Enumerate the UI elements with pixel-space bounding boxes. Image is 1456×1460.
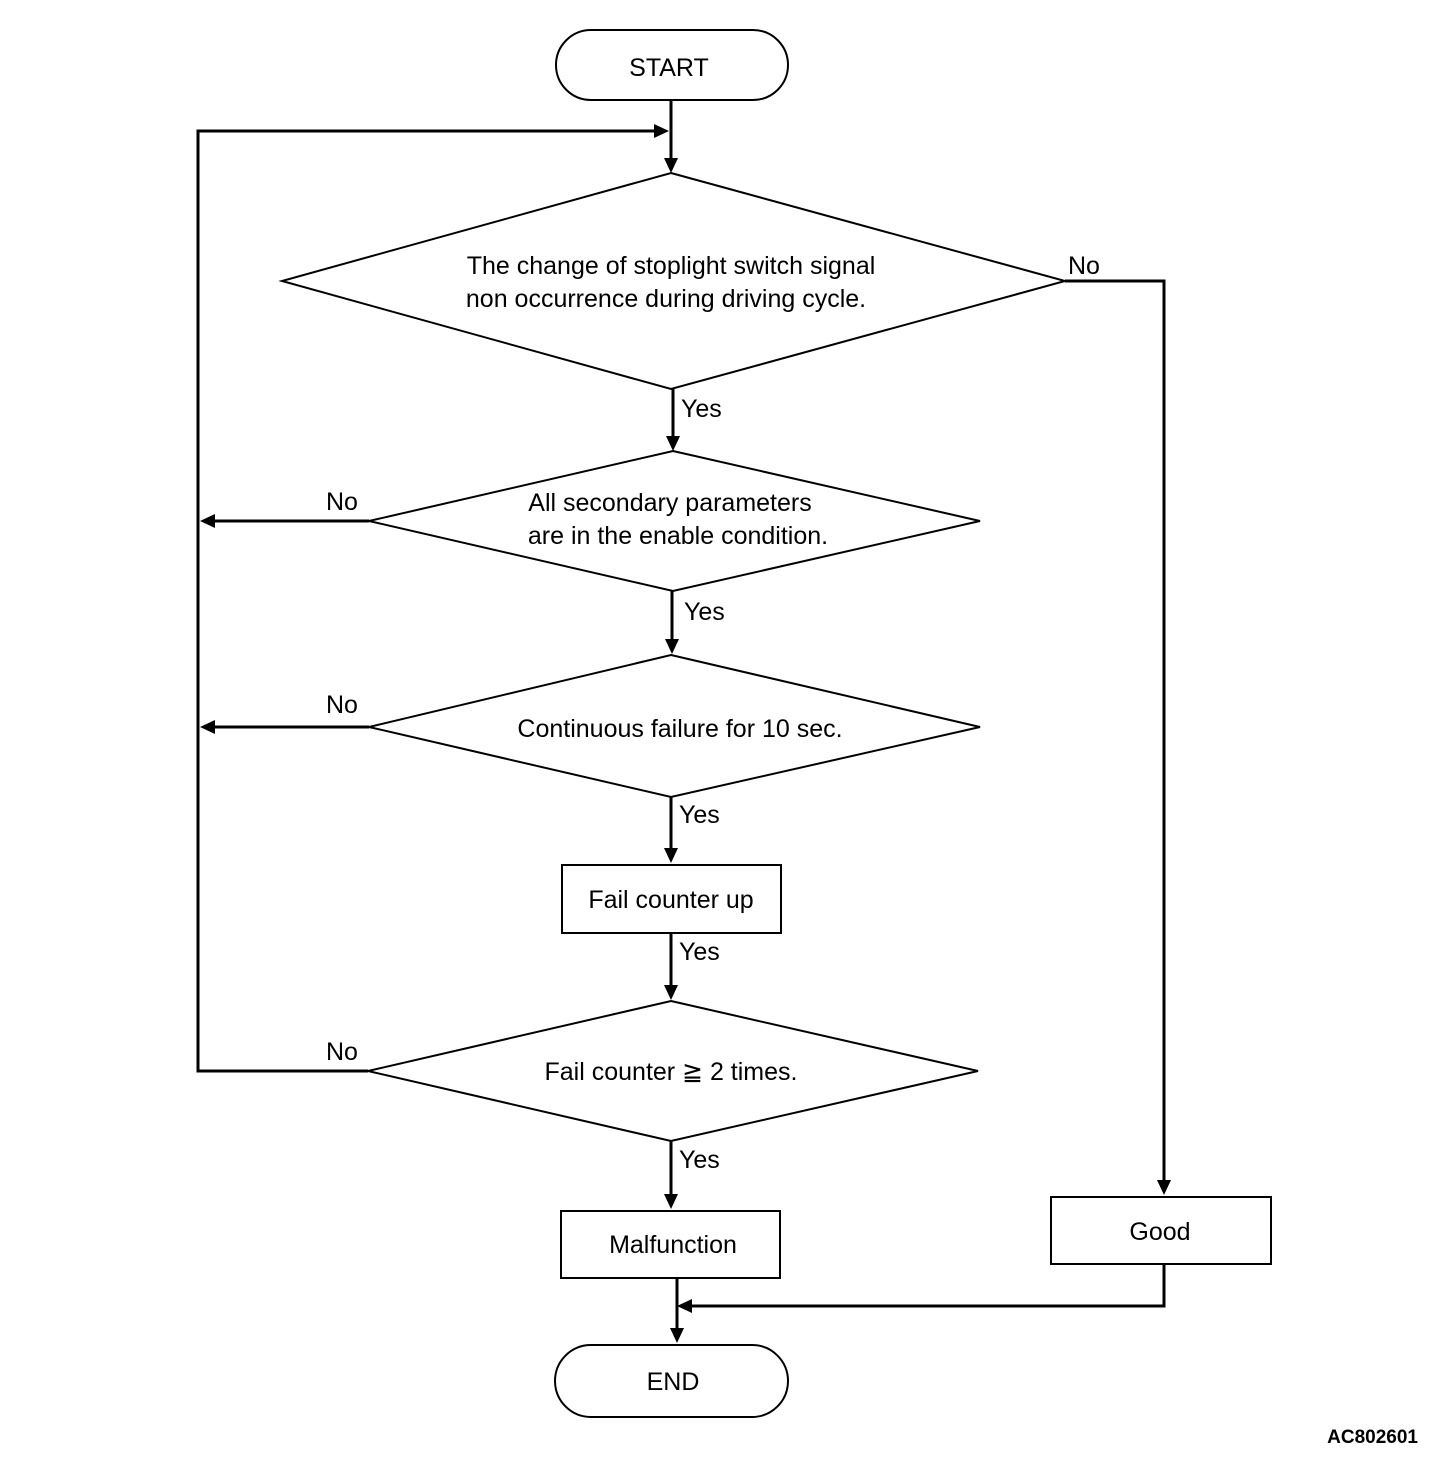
arrowhead-end-in xyxy=(670,1328,684,1343)
secondary-yes-label: Yes xyxy=(684,598,725,626)
stoplight-yes-label: Yes xyxy=(681,395,722,423)
good-label: Good xyxy=(1129,1218,1190,1246)
start-label: START xyxy=(629,54,709,82)
fail-counter-no-label: No xyxy=(326,1038,358,1066)
arrowhead-fail-counter-up-in xyxy=(664,848,678,863)
arrowhead-decision2-in xyxy=(666,436,680,451)
arrowhead-secondary-no xyxy=(200,514,215,528)
decision-stoplight: The change of stoplight switch signal no… xyxy=(278,171,1069,391)
malfunction-label: Malfunction xyxy=(609,1231,737,1259)
process-good: Good xyxy=(1050,1196,1272,1265)
process-fail-counter-up: Fail counter up xyxy=(561,864,782,934)
connector-good-to-end-merge xyxy=(691,1264,1166,1308)
continuous-yes-label: Yes xyxy=(679,801,720,829)
decision-continuous-failure: Continuous failure for 10 sec. xyxy=(368,653,981,799)
arrowhead-good-in xyxy=(1157,1180,1171,1195)
secondary-no-label: No xyxy=(326,488,358,516)
figure-code: AC802601 xyxy=(1327,1427,1418,1448)
arrowhead-decision4-in xyxy=(664,985,678,1000)
arrowhead-loop-back xyxy=(654,124,669,138)
connector-stoplight-no-to-good xyxy=(1065,279,1166,1181)
decision-secondary-line2: are in the enable condition. xyxy=(528,522,828,550)
stoplight-no-label: No xyxy=(1068,252,1100,280)
decision-fail-counter: Fail counter ≧ 2 times. xyxy=(367,999,979,1143)
decision-stoplight-line1: The change of stoplight switch signal xyxy=(467,252,876,280)
decision-stoplight-line2: non occurrence during driving cycle. xyxy=(466,285,866,313)
arrowhead-decision3-in xyxy=(665,639,679,654)
decision-secondary-line1: All secondary parameters xyxy=(528,489,811,517)
fail-counter-up-yes-label: Yes xyxy=(679,938,720,966)
decision-fail-counter-label: Fail counter ≧ 2 times. xyxy=(545,1058,798,1086)
fail-counter-yes-label: Yes xyxy=(679,1146,720,1174)
process-malfunction: Malfunction xyxy=(560,1210,781,1279)
decision-continuous-label: Continuous failure for 10 sec. xyxy=(517,715,842,743)
arrowhead-continuous-no xyxy=(200,720,215,734)
start-terminator: START xyxy=(555,29,789,101)
end-label: END xyxy=(647,1368,700,1396)
arrowhead-malfunction-in xyxy=(664,1194,678,1209)
arrowhead-merge xyxy=(677,1299,692,1313)
end-terminator: END xyxy=(554,1344,789,1418)
arrowhead-decision1-in xyxy=(664,158,678,173)
fail-counter-up-label: Fail counter up xyxy=(588,886,753,914)
decision-secondary-parameters: All secondary parameters are in the enab… xyxy=(368,449,981,593)
loop-back-line xyxy=(196,129,656,1073)
continuous-no-label: No xyxy=(326,691,358,719)
